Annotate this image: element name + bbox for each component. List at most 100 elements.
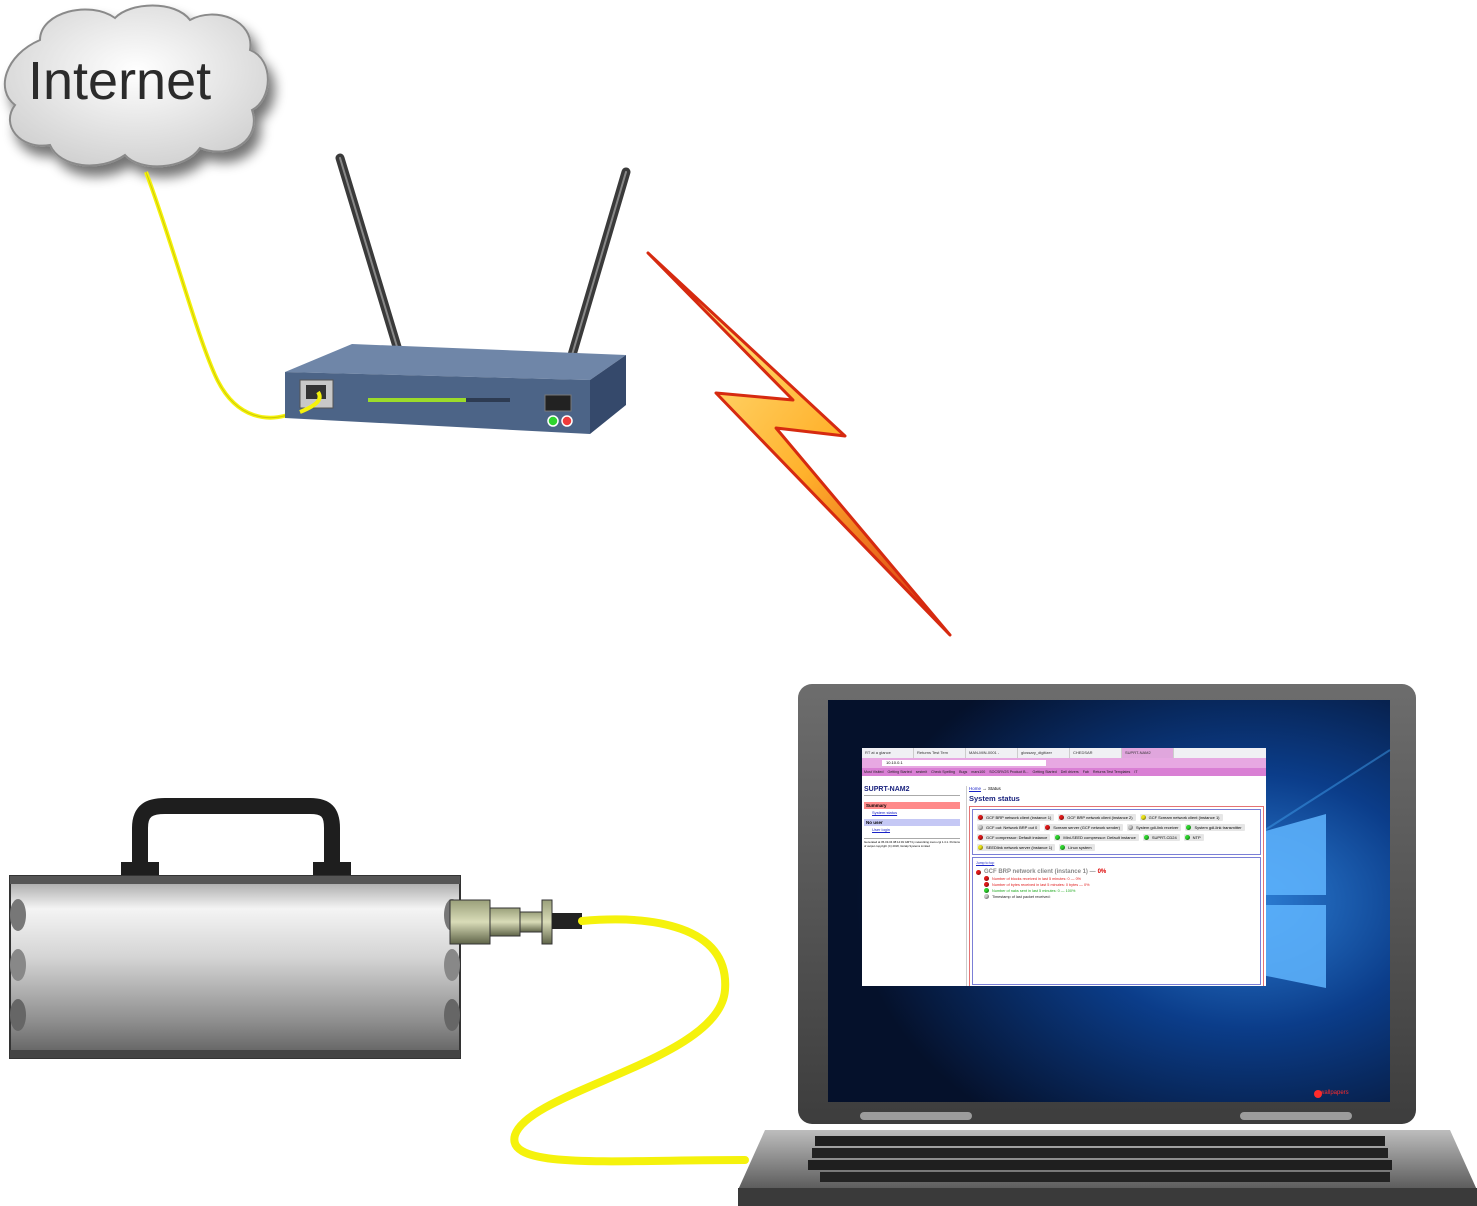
detail-heading: GCF BRP network client (instance 1) — 0% [976,869,1257,875]
status-chip-label: Linux system [1068,844,1092,850]
status-chip[interactable]: System gdi-link transmitter [1185,823,1245,831]
browser-tab[interactable]: glossary_digitizer [1018,748,1070,758]
status-chip-label: Scream server (GCF network sender) [1053,824,1120,830]
status-chip-label: SUPRT-CD24 [1151,834,1177,840]
router-led-red [561,415,573,427]
bookmark-item[interactable]: Getting Started [887,770,912,774]
browser-tab[interactable]: MAN-MIN-0001 - [966,748,1018,758]
detail-row: Timestamp of last packet received: [976,894,1257,899]
case-handle [132,798,340,870]
status-chip[interactable]: System gdi-link receiver [1126,823,1182,831]
instrument-case [9,798,582,1059]
bookmark-item[interactable]: Check Spelling [931,770,956,774]
status-dot-icon [1143,834,1149,840]
sidebar-link-system-status[interactable]: System status [872,810,898,815]
status-chip[interactable]: SEEDlink network server (instance 1) [977,843,1056,851]
status-dot-icon [1186,824,1192,830]
status-dot-icon [984,882,989,887]
status-panel: GCF BRP network client (instance 1) GCF B… [969,806,1264,986]
bookmark-item[interactable]: Most Visited [864,770,884,774]
jump-to-top-link[interactable]: Jump to top [976,861,995,865]
detail-percent: 0% [1097,869,1107,875]
status-chip-group: GCF BRP network client (instance 1) GCF B… [972,809,1261,855]
status-chip[interactable]: GCF out: Network BRP out 0 [977,823,1041,831]
status-chip[interactable]: GCF Scream network client (instance 1) [1139,813,1223,821]
status-chip[interactable]: Scream server (GCF network sender) [1044,823,1123,831]
url-bar: 10.10.0.1 [862,758,1266,768]
bookmark-item[interactable]: sestmit [915,770,928,774]
status-chip-label: GCF compressor: Default instance [986,834,1048,840]
status-dot-icon [984,876,989,881]
bookmark-item[interactable]: mars100 [971,770,986,774]
router-led-bar [368,398,510,402]
detail-title: GCF BRP network client (instance 1) — [984,869,1096,875]
case-connector [449,899,582,945]
status-dot-icon [984,888,989,893]
status-chip[interactable]: SUPRT-CD24 [1142,833,1180,841]
status-dot-icon [1127,824,1133,830]
status-chip-label: GCF BRP network client (instance 2) [1067,814,1133,820]
windows-logo [1262,814,1326,988]
detail-row-text: Timestamp of last packet received: [992,894,1051,899]
browser-tab[interactable]: CHEDSAR [1070,748,1122,758]
browser-tab[interactable]: RT at a glance [862,748,914,758]
page-title: System status [969,794,1020,803]
status-chip-label: GCF out: Network BRP out 0 [986,824,1038,830]
status-chip-label: NTP [1192,834,1201,840]
status-chip[interactable]: GCF BRP network client (instance 1) [977,813,1055,821]
browser-tab-active[interactable]: SUPRT-NAM2 [1122,748,1174,758]
browser-tab[interactable]: Returns Test Tem [914,748,966,758]
status-chip-label: SEEDlink network server (instance 1) [986,844,1053,850]
sidebar: SUPRT-NAM2 Summary System status No user… [864,786,960,848]
detail-rows: Number of blocks received in last 5 minu… [976,876,1257,899]
status-dot-icon [1045,824,1051,830]
page-content: SUPRT-NAM2 Summary System status No user… [862,776,1266,986]
detail-row-text: Number of naks sent in last 5 minutes: 0… [992,888,1076,893]
status-chip-label: System gdi-link receiver [1135,824,1179,830]
internet-label: Internet [28,51,212,111]
site-title: SUPRT-NAM2 [864,786,960,796]
sidebar-link-user-login[interactable]: User login [872,827,891,832]
status-dot-icon [1184,834,1190,840]
status-chip[interactable]: GCF BRP network client (instance 2) [1058,813,1136,821]
breadcrumb: Home → Status [969,786,1264,791]
status-dot-icon [978,844,983,850]
bookmark-item[interactable]: Getting Started [1032,770,1057,774]
browser-window: RT at a glance Returns Test Tem MAN-MIN-… [862,748,1266,986]
status-detail: Jump to top GCF BRP network client (inst… [972,857,1261,985]
status-chips: GCF BRP network client (instance 1) GCF B… [975,812,1258,852]
browser-tab-bar: RT at a glance Returns Test Tem MAN-MIN-… [862,748,1266,758]
sidebar-section-summary: Summary [864,802,960,809]
detail-row: Number of blocks received in last 5 minu… [976,876,1257,881]
bookmark-item[interactable]: IT [1134,770,1138,774]
status-dot-icon [984,894,989,899]
detail-row: Number of naks sent in last 5 minutes: 0… [976,888,1257,893]
router-led-green [547,415,559,427]
status-chip[interactable]: NTP [1183,833,1204,841]
status-dot-icon [978,824,983,830]
wireless-router [285,153,631,434]
bookmark-item[interactable]: Fab [1082,770,1089,774]
wireless-link-bolt [646,251,952,637]
main-panel: Home → Status System status GCF BRP netw… [966,786,1264,986]
status-chip-label: GCF Scream network client (instance 1) [1148,814,1220,820]
bookmark-item[interactable]: Returns Test Templates [1092,770,1131,774]
status-chip[interactable]: Linux system [1059,843,1095,851]
bookmark-item[interactable]: Dell drivers [1060,770,1079,774]
bookmark-item[interactable]: SOCSRV2S Product B... [989,770,1029,774]
status-chip-label: GCF BRP network client (instance 1) [986,814,1052,820]
status-chip[interactable]: Mini-SEED compressor: Default instance [1054,833,1139,841]
status-chip-label: Mini-SEED compressor: Default instance [1063,834,1136,840]
status-chip[interactable]: GCF compressor: Default instance [977,833,1051,841]
detail-row-text: Number of bytes received in last 5 minut… [992,882,1090,887]
breadcrumb-home-link[interactable]: Home [969,786,982,791]
url-input[interactable]: 10.10.0.1 [882,759,1046,766]
bookmark-item[interactable]: Bugs [959,770,968,774]
detail-row-text: Number of blocks received in last 5 minu… [992,876,1082,881]
status-dot-icon [1060,844,1066,850]
breadcrumb-rest: → Status [982,786,1001,791]
detail-row: Number of bytes received in last 5 minut… [976,882,1257,887]
internet-cloud [3,4,269,168]
